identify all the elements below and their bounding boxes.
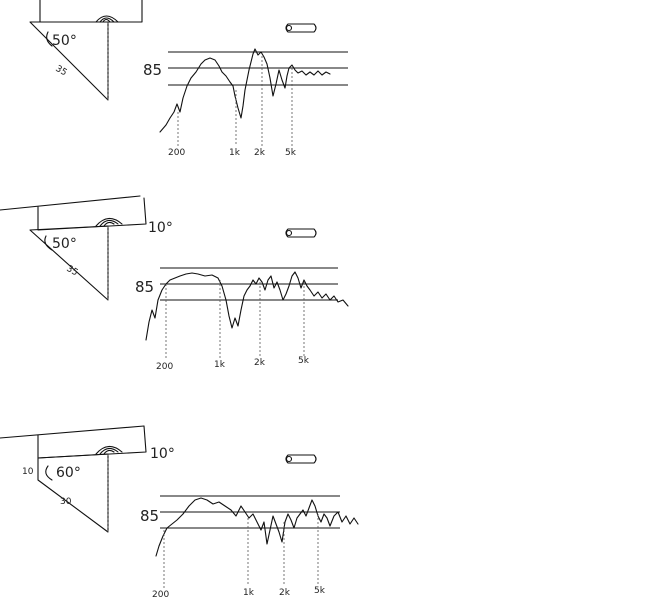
microphone-capsule-2 [285, 229, 293, 237]
freq-label-1k-2: 1k [214, 360, 226, 370]
freq-label-5k-1: 5k [285, 148, 297, 158]
mount-angle-2: 50° [52, 236, 77, 252]
speaker-dome-1 [95, 15, 119, 23]
slant-dim-1: 35 [54, 64, 69, 78]
freq-label-200-1: 200 [168, 148, 185, 158]
microphone-capsule-3 [285, 455, 293, 463]
slant-dim-3: 30 [60, 497, 72, 507]
slant-dim-2: 35 [65, 264, 80, 278]
freq-label-2k-1: 2k [254, 148, 266, 158]
enclosure-outline-1 [39, 0, 143, 23]
baffle-board-3 [0, 425, 145, 439]
level-label-1: 85 [143, 61, 162, 79]
angle-arc-3 [45, 465, 53, 481]
microphone-capsule-1 [285, 24, 293, 32]
angle-arc-2 [44, 235, 53, 251]
freq-label-2k-3: 2k [279, 588, 291, 598]
freq-label-5k-2: 5k [298, 356, 310, 366]
microphone-icon [285, 454, 317, 464]
speaker-dome-3 [95, 445, 123, 455]
panel-2: 50° 35 10° 85 200 1k 2k 5k [0, 195, 349, 372]
speaker-dome-2 [95, 217, 123, 227]
mount-angle-3: 60° [56, 465, 81, 481]
baffle-board-2 [0, 195, 141, 211]
freq-label-1k-3: 1k [243, 588, 255, 598]
freq-label-200-2: 200 [156, 362, 173, 372]
mount-angle-1: 50° [52, 33, 77, 49]
level-label-3: 85 [140, 507, 159, 525]
baffle-angle-2: 10° [148, 220, 173, 236]
freq-label-200-3: 200 [152, 590, 169, 600]
enclosure-outline-2 [37, 197, 147, 231]
freq-label-1k-1: 1k [229, 148, 241, 158]
angle-arc-1 [46, 31, 53, 47]
microphone-icon [285, 228, 317, 238]
freq-label-2k-2: 2k [254, 358, 266, 368]
freq-label-5k-3: 5k [314, 586, 326, 596]
side-dim-3: 10 [22, 467, 34, 477]
response-curve-1 [159, 48, 331, 133]
level-label-2: 85 [135, 278, 154, 296]
panel-1: 50° 35 85 200 1k 2k 5k [29, 0, 348, 158]
panel-3: 10 60° 30 10° 85 200 1k 2k 5k [0, 425, 359, 600]
microphone-icon [285, 23, 317, 33]
baffle-angle-3: 10° [150, 446, 175, 462]
response-curve-2 [145, 271, 349, 341]
mount-triangle-1 [29, 21, 109, 101]
response-curve-3 [155, 497, 359, 557]
